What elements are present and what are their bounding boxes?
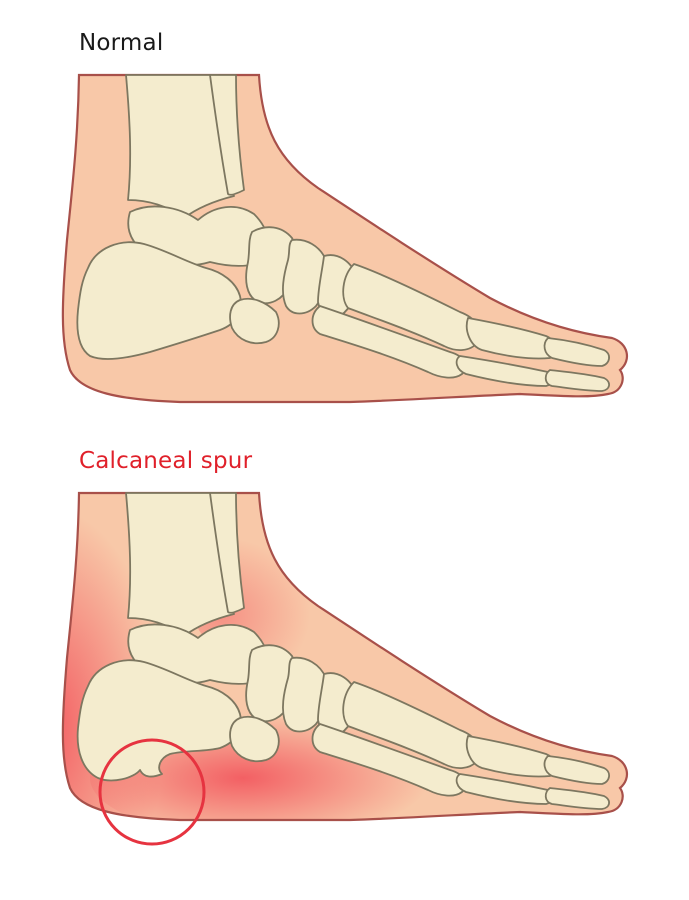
fibula-bone — [209, 74, 245, 196]
phalanx-bone — [465, 735, 556, 778]
metatarsal-bone — [342, 681, 481, 769]
normal-foot-panel — [0, 0, 689, 418]
cuboid-bone — [229, 715, 280, 763]
metatarsal-bone — [311, 723, 467, 797]
spur-foot-panel — [0, 418, 689, 900]
calcaneal-spur-title: Calcaneal spur — [79, 448, 253, 474]
spur-highlight-circle — [98, 738, 206, 846]
normal-foot-illustration — [61, 73, 629, 404]
fibula-bone — [209, 492, 245, 614]
phalanx-bone — [455, 355, 554, 387]
cuboid-bone — [229, 297, 280, 345]
calcaneal-spur-illustration — [61, 491, 629, 846]
calcaneus-bone — [76, 241, 242, 360]
normal-title: Normal — [79, 30, 164, 56]
metatarsal-bone — [342, 263, 481, 351]
phalanx-bone — [544, 369, 610, 392]
phalanx-bone — [544, 787, 610, 810]
phalanx-bone — [543, 755, 610, 785]
phalanx-bone — [543, 337, 610, 367]
phalanx-bone — [455, 773, 554, 805]
metatarsal-bone — [311, 305, 467, 379]
phalanx-bone — [465, 317, 556, 360]
